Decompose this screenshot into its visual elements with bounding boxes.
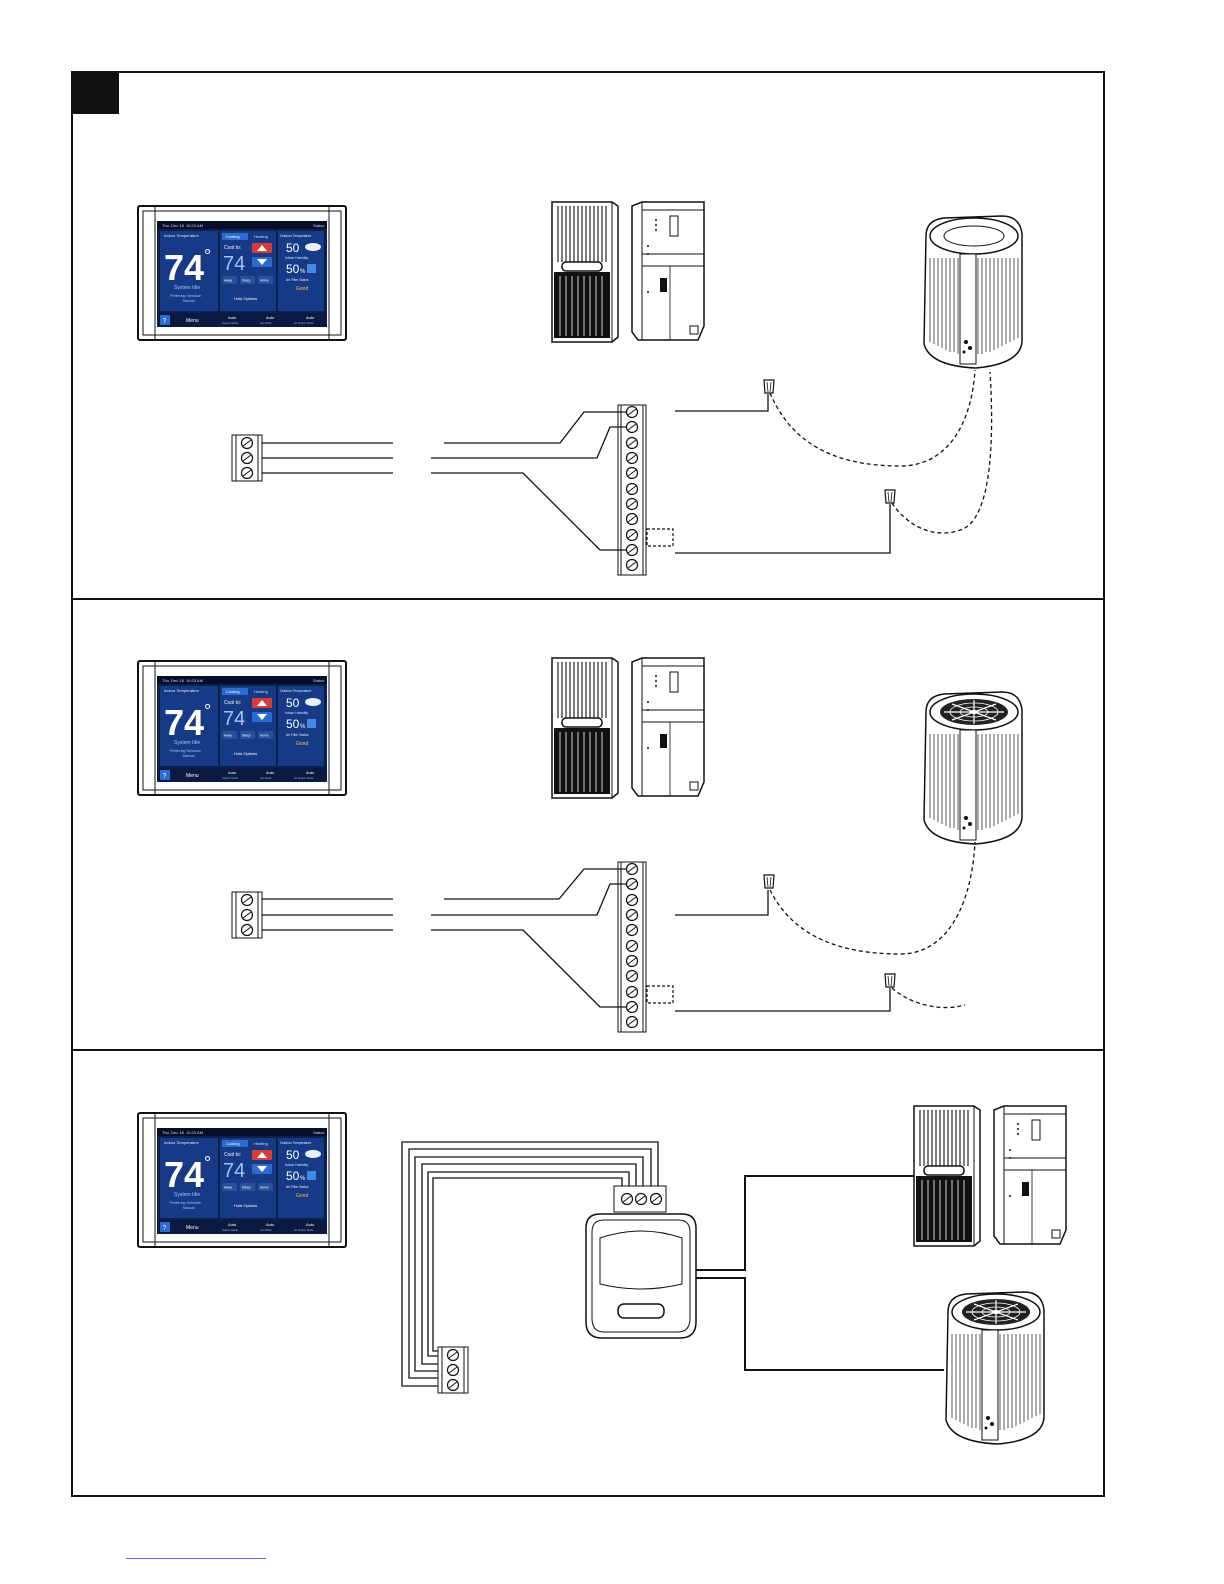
footer-rule xyxy=(126,1558,266,1559)
condenser-icon xyxy=(924,692,1022,844)
condenser-icon xyxy=(946,1292,1044,1444)
panel-2 xyxy=(138,658,1022,1032)
furnace-icon xyxy=(914,1106,1066,1246)
wire-nut-icon xyxy=(885,490,895,503)
control-module-icon xyxy=(586,1214,696,1338)
panel-3 xyxy=(138,1106,1066,1444)
panel-1 xyxy=(138,202,1022,575)
wire-nut-icon xyxy=(885,974,895,987)
thermostat-icon xyxy=(138,1113,346,1247)
thermostat-icon xyxy=(138,206,346,340)
condenser-icon xyxy=(924,216,1022,368)
section-marker xyxy=(72,72,119,114)
terminal-block-icon xyxy=(232,435,262,481)
terminal-block-icon xyxy=(232,892,262,938)
thermostat-icon xyxy=(138,661,346,795)
optional-jumper xyxy=(647,529,673,546)
module-terminal-block xyxy=(614,1186,666,1212)
wire-nut-icon xyxy=(764,380,774,393)
wire-nut-icon xyxy=(764,875,774,888)
terminal-block-icon xyxy=(438,1347,468,1393)
optional-jumper xyxy=(647,986,673,1003)
furnace-icon xyxy=(552,202,704,342)
furnace-icon xyxy=(552,658,704,798)
